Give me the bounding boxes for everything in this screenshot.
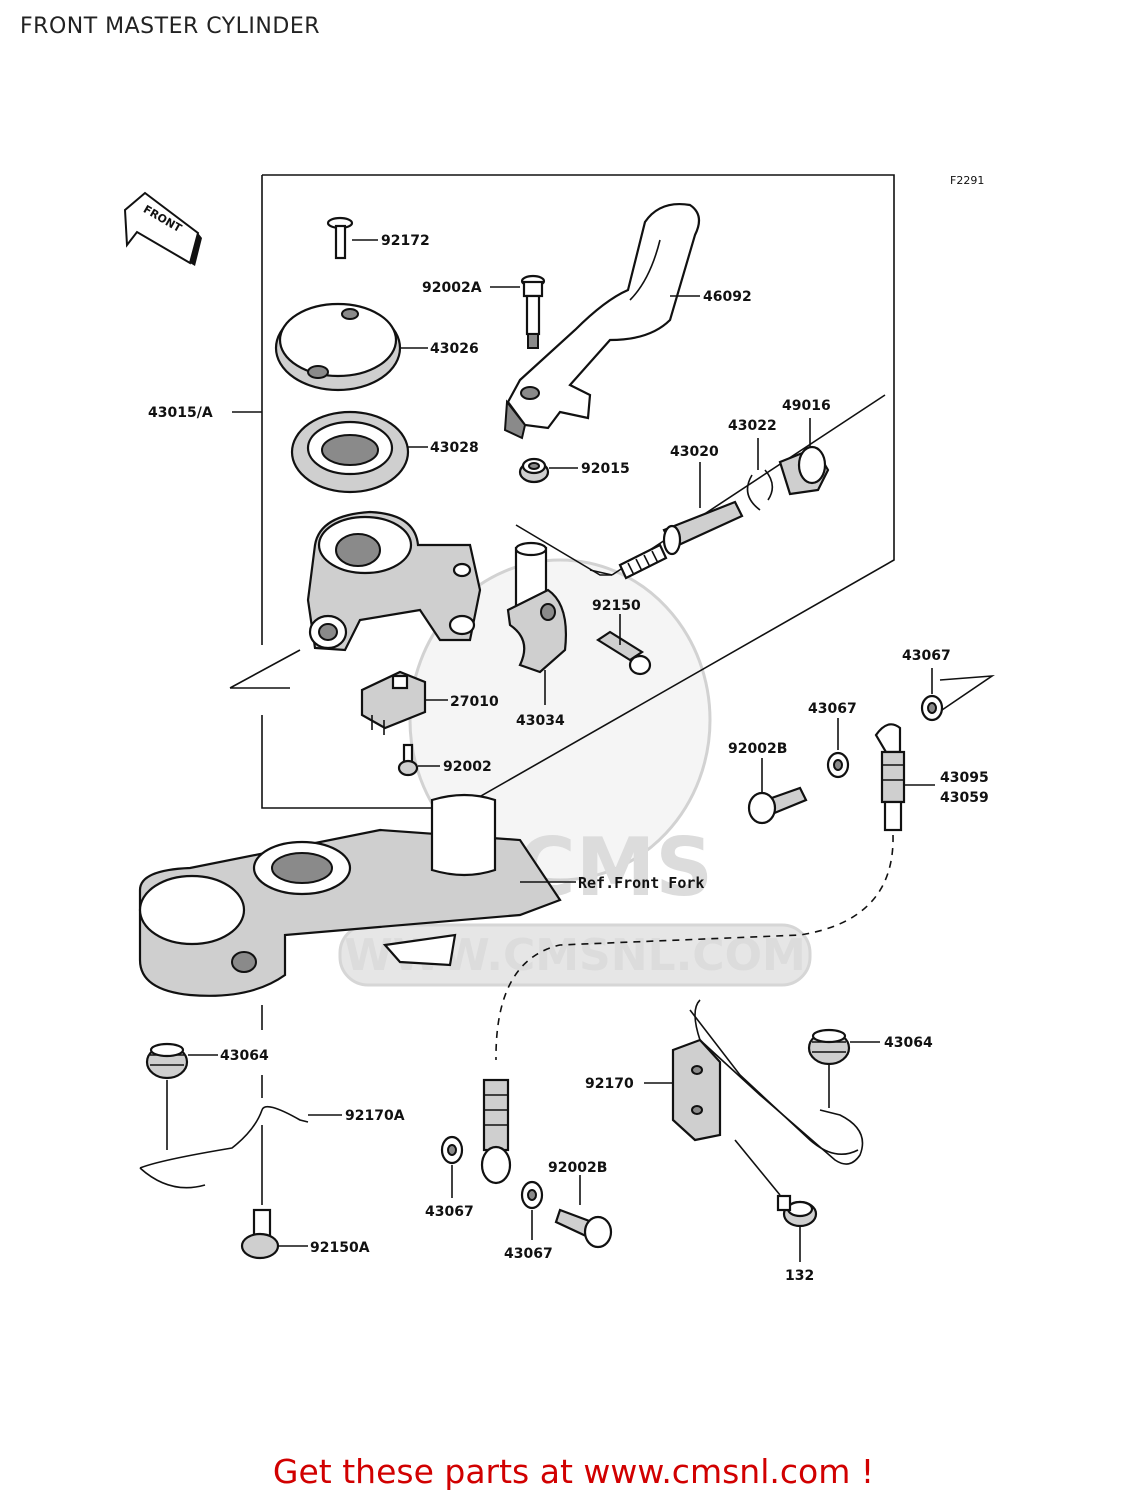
ref-front-fork: Ref.Front Fork	[578, 874, 704, 892]
part-43022-circlip	[746, 469, 774, 511]
callout-43067-b: 43067	[808, 701, 857, 717]
callout-43067-c: 43067	[425, 1204, 474, 1220]
part-43067-washer-b	[826, 751, 850, 779]
part-43067-washer-c	[440, 1135, 464, 1165]
part-92150-bolt	[595, 630, 652, 676]
callout-43095: 43095	[940, 770, 989, 786]
part-49016-boot	[778, 445, 830, 496]
callout-27010: 27010	[450, 694, 499, 710]
callout-43064-a: 43064	[220, 1048, 269, 1064]
part-46092-lever	[503, 203, 701, 440]
callout-92002: 92002	[443, 759, 492, 775]
part-master-cylinder-body	[306, 510, 482, 652]
part-92002A-bolt	[520, 274, 546, 349]
part-43020-piston	[618, 500, 744, 580]
callout-46092: 46092	[703, 289, 752, 305]
part-front-fork-bracket	[138, 793, 562, 997]
callout-92170: 92170	[585, 1076, 634, 1092]
part-hose-lower-end	[480, 1078, 512, 1185]
callout-43022: 43022	[728, 418, 777, 434]
callout-92150A: 92150A	[310, 1240, 370, 1256]
part-43067-washer-a	[920, 694, 944, 722]
callout-92150: 92150	[592, 598, 641, 614]
callout-43015A: 43015/A	[148, 405, 213, 421]
part-92150A-bolt	[240, 1208, 280, 1260]
callout-92002B-b: 92002B	[548, 1160, 607, 1176]
callout-43028: 43028	[430, 440, 479, 456]
footer-cta-link[interactable]: Get these parts at www.cmsnl.com !	[272, 1452, 875, 1491]
front-arrow-icon: FRONT	[123, 191, 202, 266]
callout-43020: 43020	[670, 444, 719, 460]
part-43028-diaphragm	[290, 410, 410, 494]
part-92002-screw	[397, 743, 419, 777]
part-92002B-bolt-a	[747, 786, 808, 825]
part-92015-nut	[518, 457, 550, 484]
callout-92172: 92172	[381, 233, 430, 249]
callout-92015: 92015	[581, 461, 630, 477]
callout-43034: 43034	[516, 713, 565, 729]
part-92002B-bolt-b	[554, 1208, 613, 1249]
callout-43067-d: 43067	[504, 1246, 553, 1262]
page-title: FRONT MASTER CYLINDER	[20, 14, 321, 39]
callout-92002A: 92002A	[422, 280, 482, 296]
part-43064-grommet-b	[807, 1028, 851, 1066]
part-43034-clamp	[506, 541, 567, 674]
callout-92002B-a: 92002B	[728, 741, 787, 757]
callout-49016: 49016	[782, 398, 831, 414]
part-43026-cap	[274, 302, 402, 392]
callout-43067-a: 43067	[902, 648, 951, 664]
part-43067-washer-d	[520, 1180, 544, 1210]
part-27010-switch	[360, 670, 427, 735]
part-92170-clamp	[671, 999, 864, 1165]
callout-92170A: 92170A	[345, 1108, 405, 1124]
part-92170A-clamp	[139, 1105, 309, 1189]
callout-132: 132	[785, 1268, 814, 1284]
part-43064-grommet-a	[145, 1042, 189, 1080]
callout-43059: 43059	[940, 790, 989, 806]
part-92172-screw	[326, 216, 354, 260]
part-43095-hose-end	[874, 723, 906, 832]
callout-43064-b: 43064	[884, 1035, 933, 1051]
assembly-frame	[261, 174, 895, 809]
figure-code: F2291	[950, 174, 984, 187]
part-132-bolt	[776, 1194, 818, 1228]
callout-43026: 43026	[430, 341, 479, 357]
